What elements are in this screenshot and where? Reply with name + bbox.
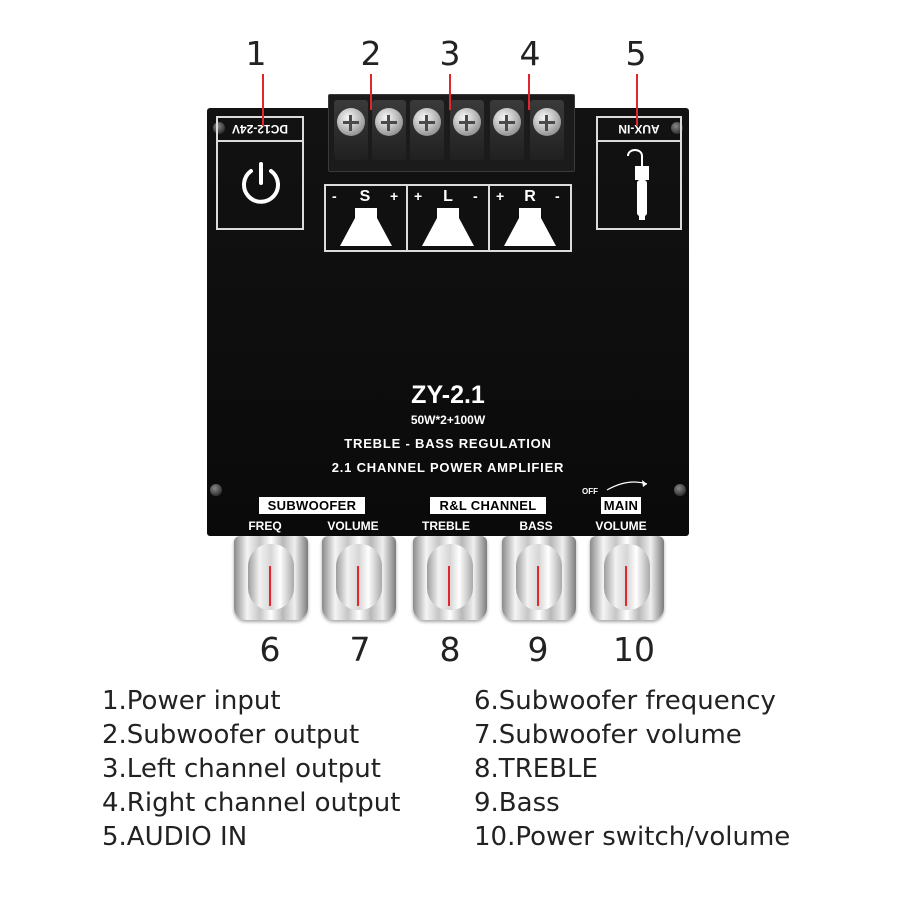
model-name: ZY-2.1 [411,381,485,409]
main-volume-knob[interactable] [590,536,664,620]
callout-line-8 [448,566,450,606]
power-rating: 50W*2+100W [410,413,486,427]
mount-screw [210,484,222,496]
speaker-icon [422,208,474,246]
terminal-screw [334,100,368,160]
subwoofer-group-label: SUBWOOFER [259,497,365,514]
output-s-plus: + [390,188,399,204]
audio-jack-icon [627,149,649,220]
terminal-screw [450,100,484,160]
callout-2: 2 [360,34,382,73]
amplifier-board: DC12-24V - S + + L - + R - [207,94,689,536]
terminal-screw [490,100,524,160]
speaker-icon [504,208,556,246]
callout-line-1 [262,74,264,126]
output-r-label: R [524,188,536,205]
callout-5: 5 [625,34,647,73]
speaker-output-box: - S + + L - + R - [324,184,572,252]
callout-line-9 [537,566,539,606]
callout-line-10 [625,566,627,606]
aux-in-box: AUX-IN [596,116,682,230]
knob-label-treble: TREBLE [422,519,470,533]
callout-line-2 [370,74,372,110]
callout-line-4 [528,74,530,110]
callout-3: 3 [439,34,461,73]
aux-label: AUX-IN [618,122,660,136]
subwoofer-freq-knob[interactable] [234,536,308,620]
output-l-minus: - [473,188,478,204]
output-r-plus: + [496,188,505,204]
mount-screw [674,484,686,496]
description: 2.1 CHANNEL POWER AMPLIFIER [331,460,565,475]
output-s-minus: - [332,188,337,204]
off-label: OFF [582,487,598,496]
legend-item-10: 10.Power switch/volume [474,822,791,852]
output-s-label: S [359,188,371,205]
power-label: DC12-24V [231,122,289,136]
knob-label-main-volume: VOLUME [595,519,647,533]
terminal-screw [410,100,444,160]
power-input-box: DC12-24V [216,116,304,230]
terminal-screw [530,100,564,160]
output-l-plus: + [414,188,423,204]
treble-knob[interactable] [413,536,487,620]
power-icon [242,162,280,204]
legend-item-4: 4.Right channel output [102,788,401,818]
callout-1: 1 [245,34,267,73]
knob-label-bass: BASS [519,519,553,533]
output-r-minus: - [555,188,560,204]
bass-knob[interactable] [502,536,576,620]
callout-7: 7 [349,630,371,669]
knob-label-freq: FREQ [248,519,282,533]
output-l-label: L [443,188,453,205]
callout-4: 4 [519,34,541,73]
legend-item-5: 5.AUDIO IN [102,822,248,852]
speaker-icon [340,208,392,246]
terminal-screw [372,100,406,160]
legend-item-9: 9.Bass [474,788,560,818]
subwoofer-volume-knob[interactable] [322,536,396,620]
callout-line-3 [449,74,451,110]
rotation-arrow-icon [606,480,648,491]
callout-line-5 [636,74,638,126]
feature-line: TREBLE - BASS REGULATION [344,436,552,451]
callout-line-6 [269,566,271,606]
callout-line-7 [357,566,359,606]
legend-item-8: 8.TREBLE [474,754,598,784]
legend-item-7: 7.Subwoofer volume [474,720,742,750]
callout-9: 9 [527,630,549,669]
callout-8: 8 [439,630,461,669]
callout-6: 6 [259,630,281,669]
legend-item-1: 1.Power input [102,686,281,716]
legend-item-2: 2.Subwoofer output [102,720,360,750]
knob-label-sub-volume: VOLUME [327,519,379,533]
callout-10: 10 [613,630,655,669]
legend-item-6: 6.Subwoofer frequency [474,686,776,716]
rl-channel-group-label: R&L CHANNEL [430,497,546,514]
main-group-label: MAIN [601,497,641,514]
legend-item-3: 3.Left channel output [102,754,381,784]
